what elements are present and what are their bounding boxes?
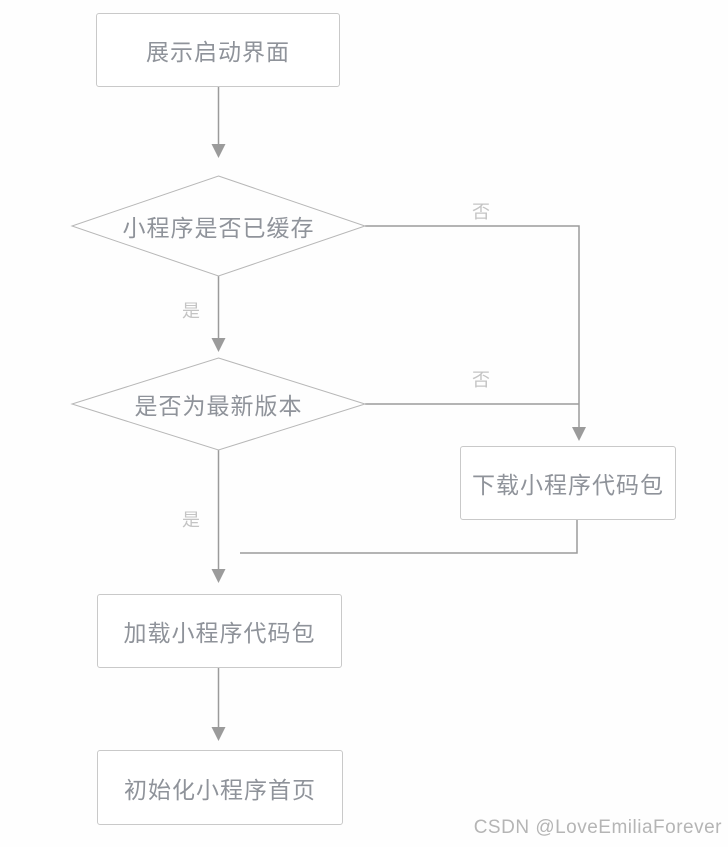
edge-label-no-latest: 否 xyxy=(472,370,490,390)
arrowhead-icon xyxy=(211,338,226,352)
edge-label-yes-latest: 是 xyxy=(182,510,200,530)
node-download-package: 下载小程序代码包 xyxy=(460,446,676,520)
edge-label-yes-cached: 是 xyxy=(182,301,200,321)
node-load-package: 加载小程序代码包 xyxy=(97,594,342,668)
node-show-splash: 展示启动界面 xyxy=(96,13,340,87)
node-is-latest-label: 是否为最新版本 xyxy=(134,393,303,419)
node-init-homepage-label: 初始化小程序首页 xyxy=(124,776,316,803)
decision-diamond-is-latest xyxy=(70,357,367,451)
node-load-package-label: 加载小程序代码包 xyxy=(123,620,316,646)
edge-download-to-load xyxy=(240,520,578,554)
node-download-package-label: 下载小程序代码包 xyxy=(472,472,664,498)
edge-cached-to-download xyxy=(365,225,580,427)
arrowhead-icon xyxy=(211,569,226,583)
node-show-splash-label: 展示启动界面 xyxy=(146,39,290,65)
decision-diamond-is-cached xyxy=(70,175,367,277)
arrowhead-icon xyxy=(211,144,226,158)
arrowhead-icon xyxy=(572,427,586,441)
arrowhead-icon xyxy=(211,727,226,741)
node-is-cached: 小程序是否已缓存 xyxy=(72,176,365,276)
edge-label-no-cached: 否 xyxy=(472,202,490,222)
node-is-cached-label: 小程序是否已缓存 xyxy=(122,215,315,241)
watermark: CSDN @LoveEmiliaForever xyxy=(473,817,722,838)
node-is-latest: 是否为最新版本 xyxy=(72,358,365,450)
node-init-homepage: 初始化小程序首页 xyxy=(97,750,343,825)
